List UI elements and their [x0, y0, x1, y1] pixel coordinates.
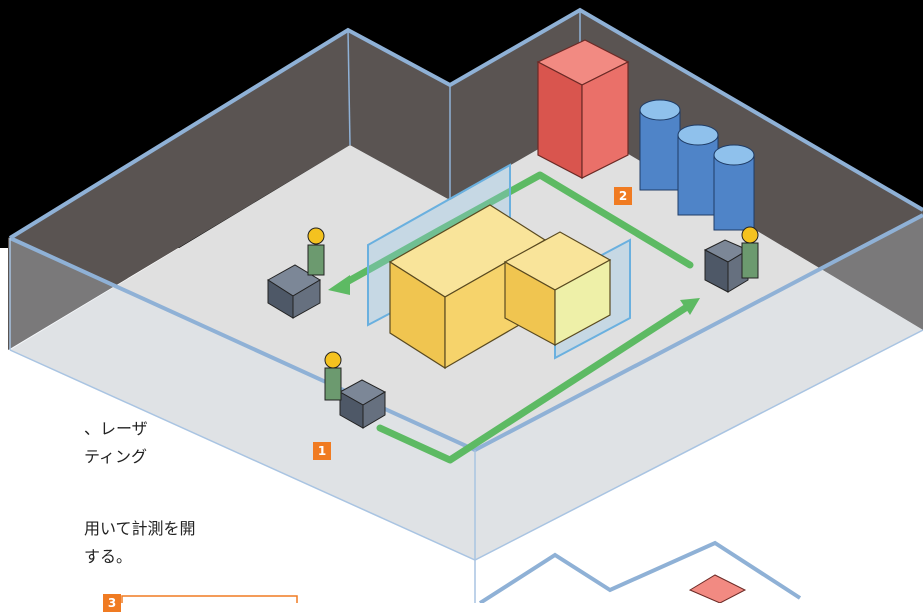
label-box	[122, 596, 297, 603]
marker-1: 1	[313, 442, 331, 460]
side-text-line2: ティング	[84, 443, 147, 467]
worker-icon	[308, 228, 324, 275]
red-box-stack-small	[690, 575, 745, 603]
side-text-line4: する。	[84, 543, 132, 567]
marker-2: 2	[614, 187, 632, 205]
worker-icon	[325, 352, 341, 400]
second-room-top-edge	[480, 543, 800, 603]
worker-icon	[742, 227, 758, 278]
marker-3: 3	[103, 594, 121, 612]
side-text-line1: 、レーザ	[84, 415, 148, 439]
side-text-line3: 用いて計測を開	[84, 515, 196, 539]
red-box-stack	[538, 40, 628, 178]
